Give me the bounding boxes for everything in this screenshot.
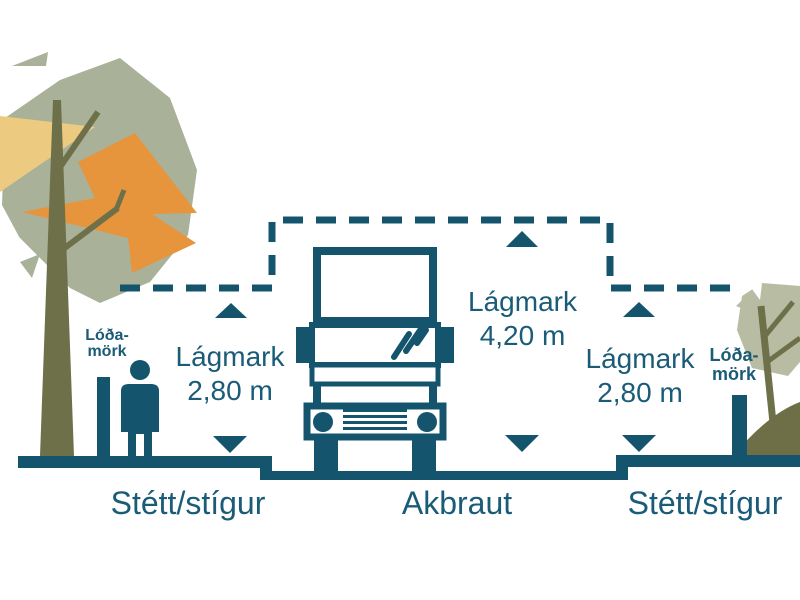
down-arrow-icon <box>622 435 656 452</box>
grille-icon <box>343 409 407 430</box>
ground-label-sidewalk-right: Stétt/stígur <box>627 485 783 521</box>
wheel-icon <box>314 440 338 472</box>
down-arrow-icon <box>505 435 539 452</box>
tree-right-icon <box>733 283 800 456</box>
up-arrow-icon <box>623 302 655 317</box>
property-post-left <box>97 377 110 457</box>
windshield-reflection-icon <box>391 326 429 360</box>
ground-profile <box>18 455 800 480</box>
up-arrow-icon <box>506 231 538 247</box>
clearance-label-right: Lágmark 2,80 m <box>585 343 695 408</box>
down-arrow-icon <box>213 436 247 453</box>
truck-icon <box>296 247 454 472</box>
headlight-icon <box>417 412 437 432</box>
property-post-right <box>732 395 747 457</box>
property-boundary-label-left: Lóða- mörk <box>85 327 129 360</box>
person-icon <box>121 360 159 457</box>
clearance-label-center: Lágmark 4,20 m <box>468 286 577 351</box>
tree-left-icon <box>0 52 197 456</box>
clearance-boundary-dashed-line <box>120 216 730 292</box>
property-boundary-label-right: Lóða- mörk <box>709 345 759 384</box>
ground-label-roadway: Akbraut <box>401 485 513 521</box>
wheel-icon <box>412 440 436 472</box>
clearance-label-left: Lágmark 2,80 m <box>175 341 285 406</box>
up-arrow-icon <box>215 303 247 318</box>
hill-icon <box>733 402 800 456</box>
headlight-icon <box>313 412 333 432</box>
ground-label-sidewalk-left: Stétt/stígur <box>110 485 266 521</box>
